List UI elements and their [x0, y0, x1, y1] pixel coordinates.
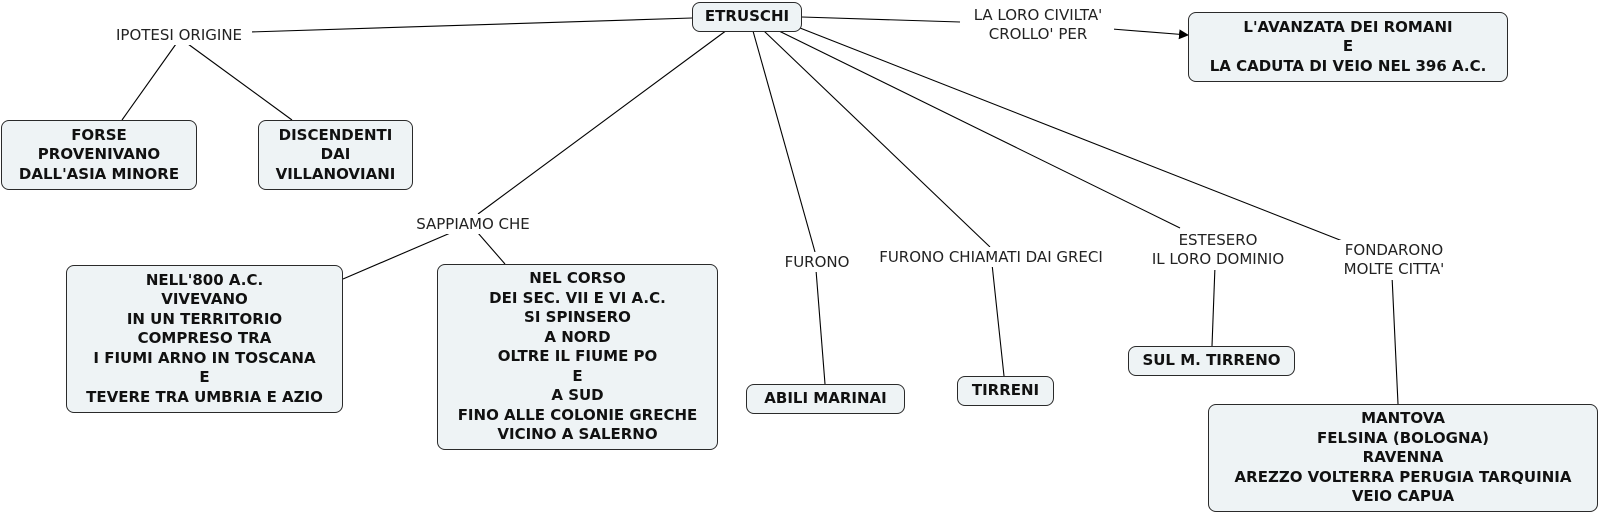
node-espansione-line: A SUD	[551, 386, 604, 405]
link-label-fondarono-citta-line: MOLTE CITTA'	[1343, 260, 1445, 278]
node-tirreni-line: TIRRENI	[971, 381, 1040, 400]
node-citta-elenco-line: FELSINA (BOLOGNA)	[1317, 428, 1489, 447]
node-citta-elenco-line: RAVENNA	[1362, 448, 1444, 467]
node-discendenti-villanoviani-line: DISCENDENTI	[278, 125, 393, 144]
node-espansione-line: OLTRE IL FIUME PO	[497, 347, 658, 366]
link-known-expansion	[477, 232, 506, 265]
node-abili-marinai-line: ABILI MARINAI	[764, 389, 887, 408]
link-root-cities	[799, 27, 1346, 243]
node-avanzata-romani-line: E	[1342, 37, 1354, 56]
link-known-territory	[342, 230, 456, 280]
link-origin-villanoviani	[187, 43, 293, 121]
link-root-known	[477, 29, 728, 215]
link-root-were	[752, 30, 816, 253]
node-espansione-line: FINO ALLE COLONIE GRECHE	[457, 405, 698, 424]
node-forse-provenivano-line: DALL'ASIA MINORE	[18, 164, 180, 183]
node-citta-elenco-line: VEIO CAPUA	[1351, 487, 1455, 506]
node-abili-marinai[interactable]: ABILI MARINAI	[746, 384, 905, 414]
link-label-estesero-dominio-line: ESTESERO	[1178, 231, 1258, 249]
link-label-furono: FURONO	[780, 252, 854, 272]
link-label-chiamati-greci: FURONO CHIAMATI DAI GRECI	[866, 247, 1116, 267]
node-territorio-line: IN UN TERRITORIO	[126, 309, 283, 328]
link-label-estesero-dominio-line: IL LORO DOMINIO	[1151, 250, 1285, 268]
node-forse-provenivano-line: PROVENIVANO	[37, 145, 161, 164]
link-origin-asia	[121, 43, 177, 121]
node-territorio-line: NELL'800 A.C.	[145, 270, 264, 289]
node-territorio-line: TEVERE TRA UMBRIA E AZIO	[86, 387, 323, 406]
node-espansione-line: SI SPINSERO	[524, 308, 631, 327]
node-espansione-line: VICINO A SALERNO	[497, 425, 658, 444]
link-label-ipotesi-origine: IPOTESI ORIGINE	[106, 25, 252, 45]
link-label-civilta-crollo-line: CROLLO' PER	[988, 25, 1088, 43]
node-territorio-line: I FIUMI ARNO IN TOSCANA	[93, 348, 316, 367]
node-citta-elenco-line: AREZZO VOLTERRA PERUGIA TARQUINIA	[1234, 467, 1572, 486]
link-root-origin	[249, 17, 693, 33]
link-cities-list	[1391, 275, 1399, 405]
node-citta-elenco-line: MANTOVA	[1361, 409, 1445, 428]
node-sul-m-tirreno[interactable]: SUL M. TIRRENO	[1128, 346, 1295, 376]
link-label-sappiamo-che-line: SAPPIAMO CHE	[416, 214, 530, 233]
root-node-etruschi-line: ETRUSCHI	[704, 7, 790, 26]
node-discendenti-villanoviani-line: VILLANOVIANI	[275, 164, 396, 183]
root-node-etruschi[interactable]: ETRUSCHI	[692, 2, 802, 32]
node-sul-m-tirreno-line: SUL M. TIRRENO	[1142, 351, 1281, 370]
link-label-civilta-crollo-line: LA LORO CIVILTA'	[973, 6, 1103, 24]
node-forse-provenivano-line: FORSE	[71, 125, 127, 144]
link-label-furono-line: FURONO	[784, 252, 850, 271]
link-label-sappiamo-che: SAPPIAMO CHE	[408, 214, 538, 234]
node-espansione-line: DEI SEC. VII E VI A.C.	[489, 288, 666, 307]
arrow-fall-romans	[1111, 28, 1189, 40]
node-espansione-line: E	[572, 366, 583, 385]
link-root-domain	[778, 30, 1181, 229]
node-territorio-line: COMPRESO TRA	[137, 329, 272, 348]
link-domain-sea	[1211, 265, 1216, 347]
link-were-sailors	[815, 269, 826, 385]
node-territorio-line: VIVEVANO	[161, 290, 248, 309]
node-espansione-line: A NORD	[544, 327, 611, 346]
link-label-civilta-crollo: LA LORO CIVILTA'CROLLO' PER	[962, 5, 1114, 45]
link-root-fall	[801, 16, 961, 23]
link-greek-tirreni	[991, 263, 1005, 377]
link-root-greek	[763, 30, 991, 248]
node-espansione-line: NEL CORSO	[529, 269, 626, 288]
node-tirreni[interactable]: TIRRENI	[957, 376, 1054, 406]
link-label-ipotesi-origine-line: IPOTESI ORIGINE	[115, 25, 243, 44]
link-label-chiamati-greci-line: FURONO CHIAMATI DAI GRECI	[879, 247, 1103, 266]
node-avanzata-romani-line: L'AVANZATA DEI ROMANI	[1243, 17, 1453, 36]
node-avanzata-romani-line: LA CADUTA DI VEIO NEL 396 A.C.	[1209, 56, 1487, 75]
node-discendenti-villanoviani-line: DAI	[320, 145, 351, 164]
link-label-fondarono-citta-line: FONDARONO	[1344, 241, 1444, 259]
node-territorio-line: E	[199, 368, 210, 387]
